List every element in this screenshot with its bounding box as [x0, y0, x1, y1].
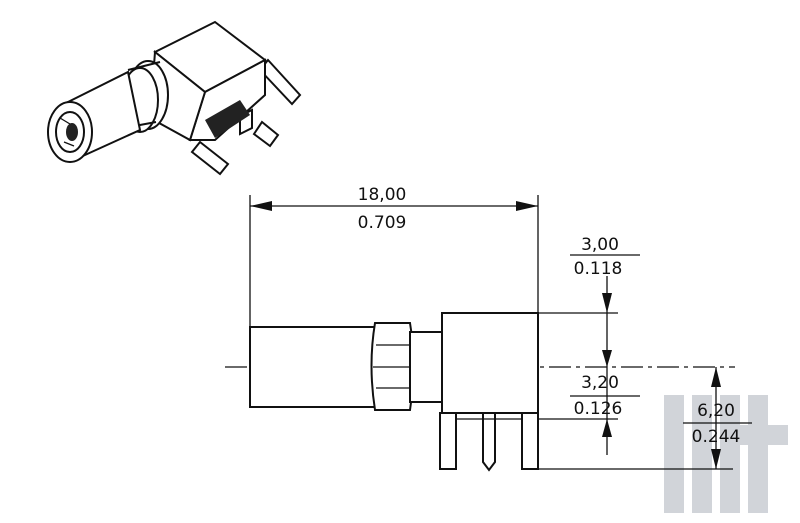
lower-offset-inch: 0.126 [574, 399, 623, 419]
overall-length-mm: 18,00 [358, 185, 407, 205]
dimension-upper-offset: 3,00 0.118 [538, 235, 640, 367]
overall-length-inch: 0.709 [358, 213, 407, 233]
upper-offset-inch: 0.118 [574, 259, 623, 279]
dimension-total-height: 6,20 0.244 [538, 367, 752, 470]
connector-side-view [225, 312, 735, 472]
dimension-overall-length: 18,00 0.709 [249, 185, 539, 327]
upper-offset-mm: 3,00 [581, 235, 619, 255]
watermark-logo [664, 395, 788, 513]
lower-offset-mm: 3,20 [581, 373, 619, 393]
dimension-lower-offset: 3,20 0.126 [538, 367, 640, 455]
total-height-mm: 6,20 [697, 401, 735, 421]
connector-isometric-view [47, 20, 302, 176]
total-height-inch: 0.244 [692, 427, 741, 447]
